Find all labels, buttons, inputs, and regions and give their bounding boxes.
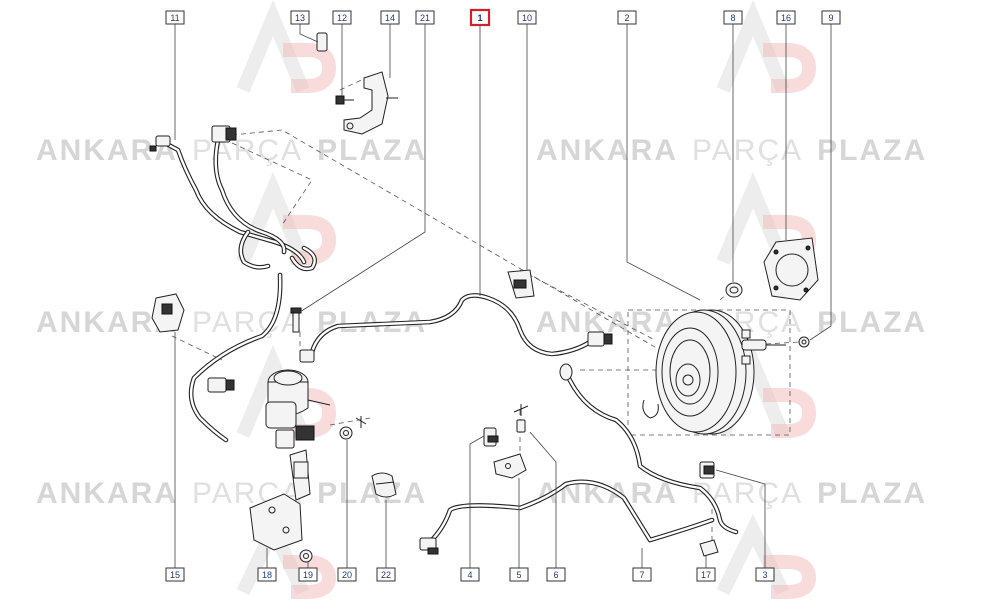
watermark-logo — [716, 513, 817, 599]
callout-14: 14 — [380, 10, 400, 25]
svg-text:11: 11 — [170, 13, 179, 23]
part-bolt-12 — [335, 95, 354, 105]
callout-12: 12 — [332, 10, 352, 25]
part-vacuum-pump — [207, 349, 331, 449]
svg-text:4: 4 — [467, 570, 472, 580]
callout-16: 16 — [776, 10, 796, 25]
callouts: 11 13 12 14 21 1 10 2 8 16 9 15 18 19 20… — [165, 8, 841, 582]
svg-text:20: 20 — [342, 570, 352, 580]
part-grommet-8 — [725, 282, 743, 298]
part-bracket-18 — [249, 449, 311, 551]
svg-text:13: 13 — [295, 13, 305, 23]
callout-7: 7 — [632, 567, 652, 582]
callout-17: 17 — [696, 567, 716, 582]
svg-text:7: 7 — [639, 570, 644, 580]
part-clip-22 — [371, 472, 397, 498]
callout-19: 19 — [298, 567, 318, 582]
part-clip-3 — [699, 461, 715, 479]
svg-text:1: 1 — [477, 13, 482, 23]
part-connector-15 — [151, 293, 185, 333]
part-washer-20 — [339, 416, 367, 440]
callout-1: 1 — [469, 8, 491, 27]
part-clip-17 — [699, 539, 719, 557]
callout-20: 20 — [337, 567, 357, 582]
svg-text:19: 19 — [303, 570, 313, 580]
svg-text:16: 16 — [781, 13, 791, 23]
part-bolt-5 — [513, 404, 529, 433]
callout-10: 10 — [517, 10, 537, 25]
svg-text:14: 14 — [385, 13, 395, 23]
leader-lines — [174, 22, 832, 568]
svg-text:2: 2 — [624, 13, 629, 23]
svg-text:5: 5 — [516, 570, 521, 580]
svg-text:17: 17 — [701, 570, 711, 580]
part-brake-booster-2 — [642, 309, 786, 435]
callout-18: 18 — [257, 567, 277, 582]
part-hose-end-ring — [559, 363, 573, 381]
part-hose-end-connector — [419, 537, 439, 555]
part-connector-11 — [149, 125, 237, 152]
watermark-logo — [716, 0, 817, 93]
part-sleeve-13 — [316, 32, 328, 52]
svg-text:6: 6 — [553, 570, 558, 580]
part-gasket-16 — [763, 237, 819, 301]
callout-9: 9 — [821, 10, 841, 25]
vacuum-hoses — [162, 137, 739, 545]
svg-text:9: 9 — [828, 13, 833, 23]
svg-text:3: 3 — [762, 570, 767, 580]
part-bracket-6 — [493, 453, 527, 479]
callout-5: 5 — [509, 567, 529, 582]
callout-15: 15 — [165, 567, 185, 582]
part-clip-10 — [507, 269, 535, 299]
svg-text:22: 22 — [381, 570, 391, 580]
callout-2: 2 — [617, 10, 637, 25]
callout-3: 3 — [755, 567, 775, 582]
callout-8: 8 — [723, 10, 743, 25]
callout-21: 21 — [415, 10, 435, 25]
part-nut-9 — [798, 336, 810, 348]
part-hose-connector — [587, 331, 613, 347]
svg-text:8: 8 — [730, 13, 735, 23]
watermark-logo — [236, 0, 337, 93]
callout-6: 6 — [546, 567, 566, 582]
part-bolt-21 — [290, 307, 302, 333]
svg-text:21: 21 — [420, 13, 430, 23]
callout-13: 13 — [290, 10, 310, 25]
callout-22: 22 — [376, 567, 396, 582]
svg-text:18: 18 — [262, 570, 272, 580]
part-nut-19 — [299, 549, 313, 563]
callout-11: 11 — [165, 10, 185, 25]
part-clip-4 — [483, 427, 499, 447]
svg-text:12: 12 — [337, 13, 347, 23]
svg-text:10: 10 — [522, 13, 532, 23]
callout-4: 4 — [460, 567, 480, 582]
part-bracket-14 — [343, 71, 398, 135]
svg-text:15: 15 — [170, 570, 180, 580]
